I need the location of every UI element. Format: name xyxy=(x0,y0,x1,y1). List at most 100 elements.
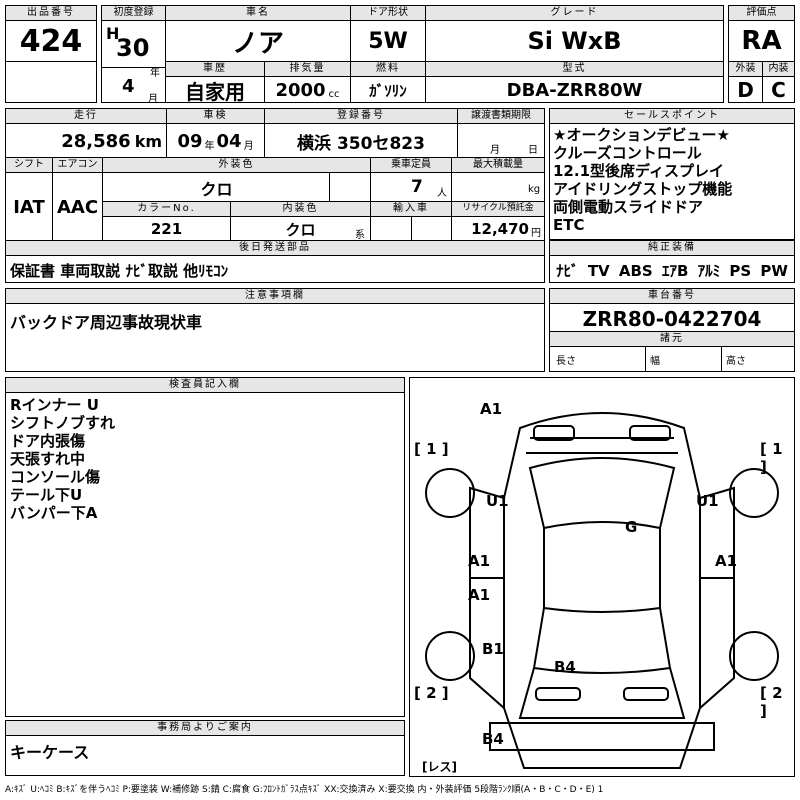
dimensions-label: 諸元 xyxy=(550,332,794,347)
import-label: 輸入車 xyxy=(371,202,451,217)
sales-point: 12.1型後席ディスプレイ xyxy=(553,162,724,180)
displacement-unit: cc xyxy=(328,88,340,100)
interior-label: 内装 xyxy=(763,62,794,77)
recycle-fee: 12,470 xyxy=(471,220,529,238)
height-label: 高さ xyxy=(726,356,746,367)
mark-a1-left-2: A1 xyxy=(468,586,491,604)
exterior-color-cell: 外装色 クロ xyxy=(102,157,371,202)
mileage-label: 走行 xyxy=(6,109,166,124)
fuel-label: 燃料 xyxy=(351,62,425,77)
capacity: 7 xyxy=(411,177,423,197)
color-no: 221 xyxy=(150,220,183,238)
mark-b4-bottom: B4 xyxy=(482,730,504,748)
sales-point: クルーズコントロール xyxy=(553,144,702,162)
max-load-unit: kg xyxy=(528,184,541,195)
rating-cell: 評価点 RA xyxy=(728,5,795,62)
interior-grade-cell: 内装 C xyxy=(762,61,795,103)
inspection-year: 09 xyxy=(177,130,203,152)
interior-color-cell: 内装色 クロ 系 xyxy=(230,201,371,241)
dimensions-cell: 諸元 長さ 幅 高さ xyxy=(549,331,795,372)
lot-blank-cell xyxy=(5,61,97,103)
mark-b4-center: B4 xyxy=(554,658,576,676)
inspector-notes-list: Rインナー U シフトノブすれ ドア内張傷 天張すれ中 コンソール傷 テール下U… xyxy=(6,393,404,522)
shift-cell: シフト IAT xyxy=(5,157,53,241)
inspector-note: コンソール傷 xyxy=(10,468,101,486)
sales-point: ETC xyxy=(553,216,585,234)
inspector-note: シフトノブすれ xyxy=(10,414,116,432)
registration-number-label: 登録番号 xyxy=(265,109,457,124)
legend: A:ｷｽﾞ U:ﾍｺﾐ B:ｷｽﾞを伴うﾍｺﾐ P:要塗装 W:補修跡 S:錆 … xyxy=(5,785,604,795)
rating-label: 評価点 xyxy=(729,6,794,21)
exterior-grade-cell: 外装 D xyxy=(728,61,763,103)
later-items-label: 後日発送部品 xyxy=(6,241,544,256)
first-registration-cell: 初度登録 H 30 年 4 月 xyxy=(101,5,166,105)
displacement: 2000 xyxy=(275,79,326,101)
office-notes-label: 事務局よりご案内 xyxy=(6,721,404,736)
car-name-cell: 車名 ノア xyxy=(165,5,351,62)
mark-a1-right: A1 xyxy=(715,552,738,570)
reg-month-unit: 月 xyxy=(148,94,158,105)
damage-diagram: A1 [ 1 ] [ 1 ] U1 U1 G A1 A1 A1 B1 B4 [ … xyxy=(409,377,795,777)
import-cell: 輸入車 xyxy=(370,201,452,241)
rating: RA xyxy=(741,26,782,56)
inspection-month: 04 xyxy=(216,130,242,152)
exterior-color-label: 外装色 xyxy=(103,158,370,173)
grade: Si WxB xyxy=(527,27,622,55)
mark-less: [レス] xyxy=(422,760,457,774)
exterior-label: 外装 xyxy=(729,62,762,77)
model-code: DBA-ZRR80W xyxy=(506,79,643,101)
inspector-note: テール下U xyxy=(10,486,83,504)
office-notes-cell: 事務局よりご案内 キーケース xyxy=(5,720,405,776)
notes-label: 注意事項欄 xyxy=(6,289,544,304)
inspector-notes-label: 検査員記入欄 xyxy=(6,378,404,393)
registration-number-cell: 登録番号 横浜 350セ823 xyxy=(264,108,458,158)
registration-number: 横浜 350セ823 xyxy=(297,133,425,154)
mark-bracket-1-left: [ 1 ] xyxy=(414,440,449,458)
recycle-unit: 円 xyxy=(531,227,541,239)
mark-bracket-2-left: [ 2 ] xyxy=(414,684,449,702)
exterior-color: クロ xyxy=(200,179,233,199)
mark-bracket-2-right: [ 2 ] xyxy=(760,684,783,720)
inspector-note: バンパー下A xyxy=(10,504,98,522)
sales-points-list: ★オークションデビュー★ クルーズコントロール 12.1型後席ディスプレイ アイ… xyxy=(550,124,794,234)
aircon-cell: エアコン AAC xyxy=(52,157,103,241)
grade-cell: グレード Si WxB xyxy=(425,5,724,62)
transfer-month-unit: 月 xyxy=(490,145,500,156)
width-label: 幅 xyxy=(650,356,660,367)
inspector-notes-cell: 検査員記入欄 Rインナー U シフトノブすれ ドア内張傷 天張すれ中 コンソール… xyxy=(5,377,405,717)
inspection-label: 車検 xyxy=(167,109,264,124)
inspector-note: Rインナー U xyxy=(10,396,99,414)
chassis-number: ZRR80-0422704 xyxy=(582,306,762,331)
mileage-unit: km xyxy=(134,131,162,151)
interior-color-label: 内装色 xyxy=(231,202,370,217)
sales-points-box: セールスポイント ★オークションデビュー★ クルーズコントロール 12.1型後席… xyxy=(549,108,795,240)
later-items-cell: 後日発送部品 保証書 車両取説 ﾅﾋﾞ取説 他ﾘﾓｺﾝ xyxy=(5,240,545,283)
recycle-fee-cell: リサイクル預託金 12,470 円 xyxy=(451,201,545,241)
mileage: 28,586 xyxy=(61,130,131,152)
history-label: 車歴 xyxy=(166,62,264,77)
inspection-month-unit: 月 xyxy=(243,140,254,152)
fuel: ｶﾞｿﾘﾝ xyxy=(369,81,407,100)
exterior-grade: D xyxy=(737,78,754,102)
color-no-cell: カラーNo. 221 xyxy=(102,201,231,241)
transfer-deadline-cell: 譲渡書類期限 月 日 xyxy=(457,108,545,158)
transfer-day-unit: 日 xyxy=(528,145,538,156)
door-type: 5W xyxy=(368,28,408,54)
era: H xyxy=(106,24,120,43)
inspection-cell: 車検 09 年 04 月 xyxy=(166,108,265,158)
chassis-number-label: 車台番号 xyxy=(550,289,794,304)
sales-points-label: セールスポイント xyxy=(550,109,794,124)
reg-month: 4 xyxy=(122,76,135,97)
sales-point: 両側電動スライドドア xyxy=(553,198,704,216)
mileage-cell: 走行 28,586 km xyxy=(5,108,167,158)
later-items: 保証書 車両取説 ﾅﾋﾞ取説 他ﾘﾓｺﾝ xyxy=(10,262,229,280)
door-type-label: ドア形状 xyxy=(351,6,425,21)
aircon-label: エアコン xyxy=(53,158,102,173)
lot-number: 424 xyxy=(19,23,83,59)
interior-color: クロ xyxy=(285,220,316,239)
capacity-unit: 人 xyxy=(437,188,447,199)
color-no-label: カラーNo. xyxy=(103,202,230,217)
mark-a1-front: A1 xyxy=(480,400,503,418)
fuel-cell: 燃料 ｶﾞｿﾘﾝ xyxy=(350,61,426,103)
notes: バックドア周辺事故現状車 xyxy=(10,313,203,332)
